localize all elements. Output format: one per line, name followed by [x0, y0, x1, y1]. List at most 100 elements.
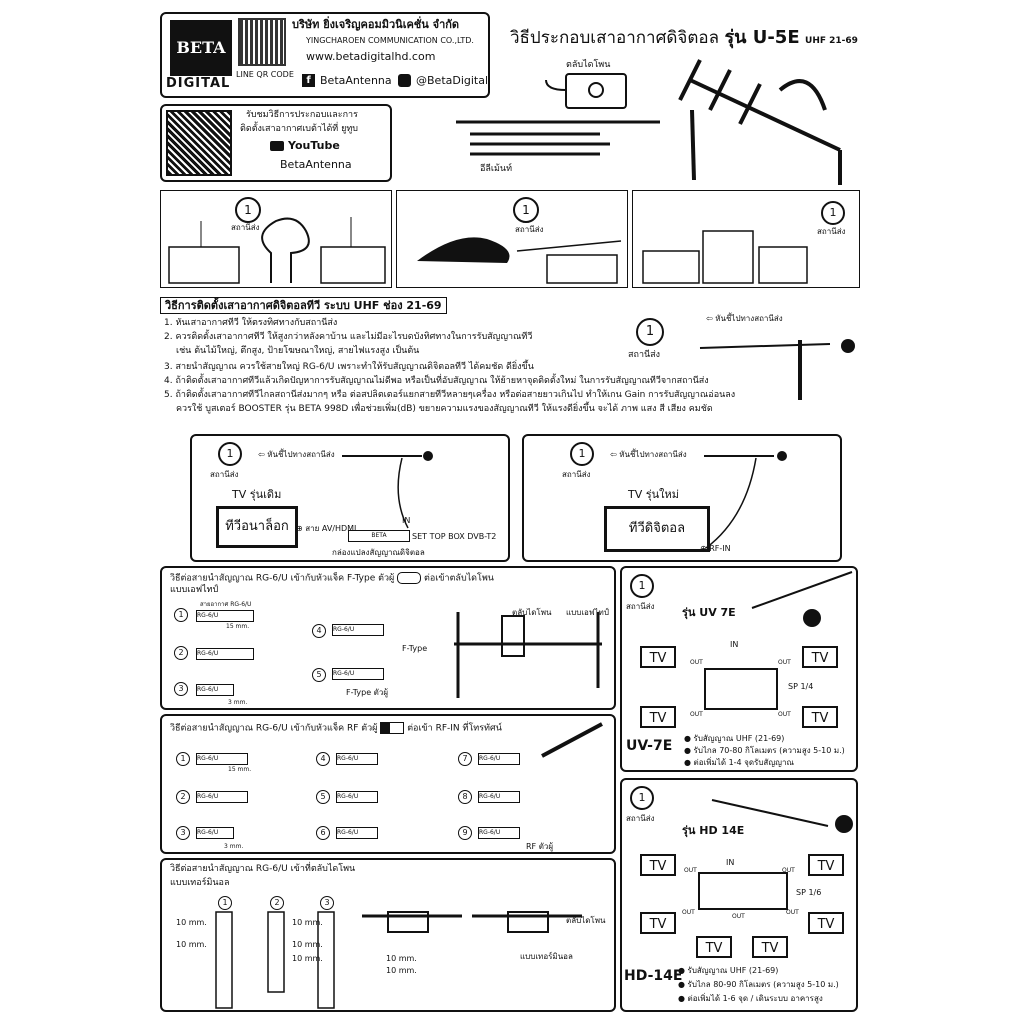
youtube-qr-code — [166, 110, 232, 176]
digital-logo: DIGITAL — [166, 76, 231, 91]
uv7e-tv-2: TV — [802, 646, 838, 668]
uv7e-splitter-label: SP 1/4 — [788, 682, 814, 691]
install-item: 1. หันเสาอากาศทีวี ให้ตรงทิศทางกับสถานีส… — [164, 318, 338, 328]
hd14e-out-5: OUT — [786, 909, 799, 916]
ftype-step-3: 3 — [174, 682, 188, 696]
uv7e-out-2: OUT — [778, 659, 791, 666]
uv7e-box: 1 สถานีส่ง รุ่น UV 7E IN TV TV TV TV OUT… — [620, 566, 858, 772]
hd14e-box: 1 สถานีส่ง รุ่น HD 14E IN TV TV TV TV TV… — [620, 778, 858, 1012]
set-top-box: BETA — [348, 530, 410, 542]
accessory-label: อีลีเม้นท์ — [480, 164, 513, 174]
hd14e-splitter — [698, 872, 788, 910]
uv7e-model: รุ่น UV 7E — [682, 606, 736, 619]
hd14e-feature-3: ● ต่อเพิ่มได้ 1-6 จุด / เดินระบบ อาคารสู… — [678, 994, 823, 1003]
terminal-sub: แบบเทอร์มินอล — [170, 878, 230, 888]
uv7e-in: IN — [730, 640, 739, 649]
station-pin-1: 1 — [235, 197, 261, 223]
hd14e-name: HD-14E — [624, 968, 683, 984]
rf-in-label: ⊕ RF-IN — [700, 544, 731, 553]
rf-step-1: 1 — [176, 752, 190, 766]
ftype-dipole — [454, 612, 602, 698]
youtube-channel[interactable]: BetaAntenna — [280, 158, 352, 171]
tv-old-point-label: ⇦ หันชี้ไปทางสถานีส่ง — [258, 450, 335, 459]
uv7e-out-3: OUT — [690, 711, 703, 718]
install-item: เช่น ต้นไม้ใหญ่, ตึกสูง, ป้ายโฆษณาใหญ่, … — [176, 346, 420, 356]
tv-new-station-label: สถานีส่ง — [562, 470, 591, 479]
analog-tv-screen: ทีวีอนาล็อก — [216, 506, 298, 548]
station-pin-3: 1 — [821, 201, 845, 225]
hd14e-tv-5: TV — [696, 936, 732, 958]
tv-old-antenna — [342, 451, 433, 529]
install-item: ควรใช้ บูสเตอร์ BOOSTER รุ่น BETA 998D เ… — [176, 404, 713, 414]
hd14e-station-pin: 1 — [630, 786, 654, 810]
tv-old-box: 1 สถานีส่ง ⇦ หันชี้ไปทางสถานีส่ง TV รุ่น… — [190, 434, 510, 562]
ftype-step-2: 2 — [174, 646, 188, 660]
hd14e-tv-3: TV — [640, 912, 676, 934]
company-english: YINGCHAROEN COMMUNICATION CO.,LTD. — [306, 36, 474, 45]
rf-cable-6: RG-6/U — [336, 827, 378, 839]
youtube-text-2: ติดตั้งเสาอากาศเบต้าได้ที่ ยูทูบ — [240, 124, 358, 134]
terminal-10mm-g: 10 mm. — [386, 966, 417, 975]
ftype-cable-4: RG-6/U — [332, 624, 384, 636]
rf-step-7: 7 — [458, 752, 472, 766]
rf-cable-4: RG-6/U — [336, 753, 378, 765]
uv7e-splitter — [704, 668, 778, 710]
uv7e-name: UV-7E — [626, 738, 673, 754]
facebook-handle[interactable]: BetaAntenna — [320, 74, 392, 87]
rf-15mm: 15 mm. — [228, 766, 252, 773]
install-item: 3. สายนำสัญญาณ ควรใช้สายใหญ่ RG-6/U เพรา… — [164, 362, 534, 372]
rf-step-3: 3 — [176, 826, 190, 840]
ftype-cable-3: RG-6/U — [196, 684, 234, 696]
hd14e-out-1: OUT — [684, 867, 697, 874]
hd14e-splitter-label: SP 1/6 — [796, 888, 822, 897]
ftype-3mm: 3 mm. — [228, 699, 248, 706]
hd14e-tv-2: TV — [808, 854, 844, 876]
station-label-1: สถานีส่ง — [231, 223, 260, 232]
hd14e-antenna — [711, 799, 853, 833]
rfjack-box: วิธีต่อสายนำสัญญาณ RG-6/U เข้ากับหัวแจ็ค… — [160, 714, 616, 854]
terminal-10mm-c: 10 mm. — [292, 918, 323, 927]
terminal-step-2: 2 — [270, 896, 284, 910]
uv7e-tv-4: TV — [802, 706, 838, 728]
website[interactable]: www.betadigitalhd.com — [306, 50, 436, 63]
tv-new-box: 1 สถานีส่ง ⇦ หันชี้ไปทางสถานีส่ง TV รุ่น… — [522, 434, 842, 562]
uv7e-feature-1: ● รับสัญญาณ UHF (21-69) — [684, 734, 785, 743]
rf-step-8: 8 — [458, 790, 472, 804]
terminal-step-1: 1 — [218, 896, 232, 910]
page-title: วิธีประกอบเสาอากาศดิจิตอล รุ่น U-5E UHF … — [510, 27, 858, 48]
balun-knob — [588, 82, 604, 98]
line-qr-code — [238, 18, 286, 66]
rf-cable-2: RG-6/U — [196, 791, 248, 803]
terminal-box: วิธีต่อสายนำสัญญาณ RG-6/U เข้าที่ตลับไดโ… — [160, 858, 616, 1012]
uv7e-station-label: สถานีส่ง — [626, 602, 655, 611]
terminal-10mm-f: 10 mm. — [386, 954, 417, 963]
scene-2: 1 สถานีส่ง — [396, 190, 628, 288]
brand-box: BETA DIGITAL LINE QR CODE บริษัท ยิ่งเจร… — [160, 12, 490, 98]
assembled-antenna — [678, 59, 842, 185]
terminal-drawing — [215, 911, 582, 1009]
uv7e-tv-3: TV — [640, 706, 676, 728]
line-handle[interactable]: @BetaDigital — [416, 74, 489, 87]
uv7e-station-pin: 1 — [630, 574, 654, 598]
balun-label: ตลับไดโพน — [566, 60, 611, 70]
ftype-step-1: 1 — [174, 608, 188, 622]
in-label: IN — [402, 516, 411, 525]
hd14e-feature-2: ● รับไกล 80-90 กิโลเมตร (ความสูง 5-10 ม.… — [678, 980, 839, 989]
hd14e-out-4: OUT — [732, 913, 745, 920]
scene-2-drawing — [417, 237, 622, 284]
company-thai: บริษัท ยิ่งเจริญคอมมิวนิเคชั่น จำกัด — [292, 18, 460, 31]
hd14e-out-3: OUT — [682, 909, 695, 916]
scene-1-drawing — [168, 217, 386, 284]
set-top-box-label: SET TOP BOX DVB-T2 — [412, 532, 497, 541]
rf-connector-icon — [380, 722, 405, 734]
ftype-15mm: 15 mm. — [226, 623, 250, 630]
ftype-cable-5: RG-6/U — [332, 668, 384, 680]
ftype-step-5: 5 — [312, 668, 326, 682]
uv7e-tv-1: TV — [640, 646, 676, 668]
ftype-step-4: 4 — [312, 624, 326, 638]
scene-1: 1 สถานีส่ง — [160, 190, 392, 288]
install-station-label: สถานีส่ง — [628, 350, 661, 360]
beta-logo: BETA — [170, 20, 232, 76]
screwdriver — [690, 109, 696, 181]
